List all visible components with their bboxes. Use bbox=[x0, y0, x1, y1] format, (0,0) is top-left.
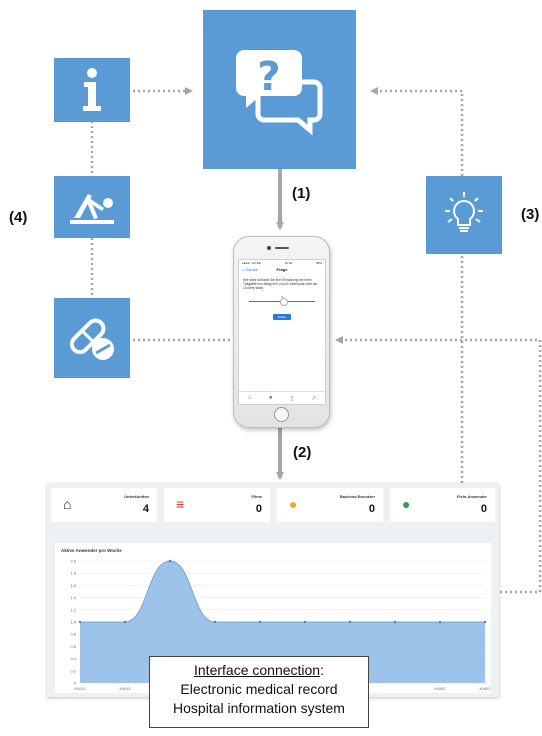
stat-card-value: 4 bbox=[142, 503, 149, 515]
dotted-connector-idea-main bbox=[370, 87, 464, 176]
chart-data-point bbox=[303, 620, 307, 624]
status-carrier: ●●●●○ O2 DE bbox=[242, 261, 261, 265]
phone-nav-bar: < Zurück Frage bbox=[239, 266, 325, 274]
chart-y-tick-label: 0.2 bbox=[70, 668, 76, 673]
profile-tab-icon[interactable]: ● bbox=[269, 395, 273, 401]
interface-caption: Interface connection: Electronic medical… bbox=[149, 656, 369, 728]
medication-tile bbox=[54, 298, 130, 378]
phone-slider-thumb[interactable] bbox=[280, 298, 288, 306]
phone-slider-value: 3 bbox=[281, 295, 283, 299]
chart-y-tick-label: 0.6 bbox=[70, 644, 76, 649]
stat-card-label: Backend-Benutzer bbox=[339, 494, 375, 499]
smartphone: ●●●●○ O2 DE 16:46 98% < Zurück Frage Wie… bbox=[233, 236, 330, 428]
stat-card-films: ≡ Filme 0 bbox=[164, 488, 270, 522]
dashboard-screenshot: ⌂ Unterkünften 4 ≡ Filme 0 ● Backend-Ben… bbox=[47, 483, 499, 697]
chart-data-point bbox=[348, 620, 352, 624]
stat-card-app-users: ● Flein-Anwender 0 bbox=[390, 488, 495, 522]
chart-y-tick-label: 1.0 bbox=[70, 620, 76, 625]
phone-question-text: Wie stark schränkt Sie Ihre Erkrankung b… bbox=[243, 278, 317, 290]
exercise-icon bbox=[70, 194, 114, 224]
question-chat-tile: ? bbox=[203, 10, 356, 169]
chart-x-tick-label: KW12 bbox=[75, 686, 87, 691]
chart-title: Aktive Anwender pro Woche bbox=[61, 548, 122, 553]
house-icon: ⌂ bbox=[63, 496, 72, 512]
stat-card-value: 0 bbox=[480, 503, 487, 515]
stat-card-value: 0 bbox=[368, 503, 375, 515]
chart-data-point bbox=[438, 620, 442, 624]
stat-card-accommodations: ⌂ Unterkünften 4 bbox=[51, 488, 157, 522]
chart-y-tick-label: 2.0 bbox=[70, 559, 76, 564]
caption-line-1: Interface connection: bbox=[150, 661, 368, 680]
chart-y-tick-label: 1.2 bbox=[70, 607, 76, 612]
label-loop-3: (3) bbox=[521, 206, 540, 223]
stat-card-label: Unterkünften bbox=[124, 494, 149, 499]
phone-status-bar: ●●●●○ O2 DE 16:46 98% bbox=[242, 261, 322, 265]
info-icon bbox=[83, 68, 101, 111]
stat-card-backend-users: ● Backend-Benutzer 0 bbox=[277, 488, 383, 522]
phone-home-button[interactable] bbox=[274, 407, 289, 422]
chart-data-point bbox=[483, 620, 487, 624]
chart-panel: Aktive Anwender pro Woche 2.0 1.8 1.6 1.4 1.… bbox=[55, 543, 491, 693]
user-icon: ● bbox=[402, 496, 411, 512]
phone-speaker bbox=[275, 247, 289, 249]
label-step-2: (2) bbox=[293, 444, 312, 461]
phone-next-button[interactable]: Weiter bbox=[273, 314, 291, 320]
chart-data-point bbox=[393, 620, 397, 624]
chart-y-tick-label: 1.6 bbox=[70, 583, 76, 588]
question-chat-icon: ? bbox=[235, 49, 322, 135]
chart-x-tick-label: KW02 bbox=[435, 686, 447, 691]
chart-data-point bbox=[168, 559, 172, 563]
caption-line-2: Electronic medical record bbox=[180, 681, 338, 697]
chart-y-tick-label: 0 bbox=[74, 681, 77, 686]
chart-data-point bbox=[78, 620, 82, 624]
phone-screen: ●●●●○ O2 DE 16:46 98% < Zurück Frage Wie… bbox=[238, 259, 326, 405]
phone-tab-bar: ⌂ ● ▯ ↗ bbox=[239, 391, 325, 404]
label-loop-4: (4) bbox=[9, 209, 28, 226]
phone-back-button[interactable]: < Zurück bbox=[242, 267, 258, 272]
exercise-tile bbox=[54, 176, 130, 238]
stat-card-value: 0 bbox=[255, 503, 262, 515]
chart-y-tick-label: 0.8 bbox=[70, 632, 76, 637]
stat-card-label: Flein-Anwender bbox=[456, 494, 487, 499]
server-icon: ≡ bbox=[176, 496, 185, 512]
chart-y-tick-label: 1.4 bbox=[70, 595, 76, 600]
chart-y-tick-label: 1.8 bbox=[70, 571, 76, 576]
chart-x-tick-label: KW03 bbox=[480, 686, 491, 691]
users-icon: ● bbox=[289, 496, 298, 512]
label-step-1: (1) bbox=[292, 185, 311, 202]
stat-card-label: Filme bbox=[251, 494, 262, 499]
caption-colon: : bbox=[320, 662, 324, 678]
status-battery: 98% bbox=[315, 261, 322, 265]
status-time: 16:46 bbox=[284, 261, 293, 265]
phone-camera bbox=[267, 246, 271, 250]
chart-data-point bbox=[123, 620, 127, 624]
chart-data-point bbox=[213, 620, 217, 624]
idea-tile bbox=[426, 176, 502, 254]
chart-tab-icon[interactable]: ↗ bbox=[311, 395, 317, 402]
chart-x-tick-label: KW13 bbox=[120, 686, 132, 691]
lightbulb-icon bbox=[445, 192, 483, 232]
caption-link: Interface connection bbox=[194, 662, 321, 678]
chart-y-tick-label: 0.4 bbox=[70, 656, 76, 661]
document-tab-icon[interactable]: ▯ bbox=[290, 395, 294, 402]
info-tile bbox=[54, 58, 130, 122]
svg-text:?: ? bbox=[257, 54, 280, 100]
dotted-connector-dashboard-phone bbox=[335, 336, 542, 594]
chart-line-series bbox=[79, 560, 485, 623]
phone-screen-title: Frage bbox=[276, 267, 288, 272]
pill-icon bbox=[69, 318, 114, 360]
caption-line-3: Hospital information system bbox=[173, 700, 345, 716]
chart-data-point bbox=[258, 620, 262, 624]
home-tab-icon[interactable]: ⌂ bbox=[247, 395, 252, 401]
